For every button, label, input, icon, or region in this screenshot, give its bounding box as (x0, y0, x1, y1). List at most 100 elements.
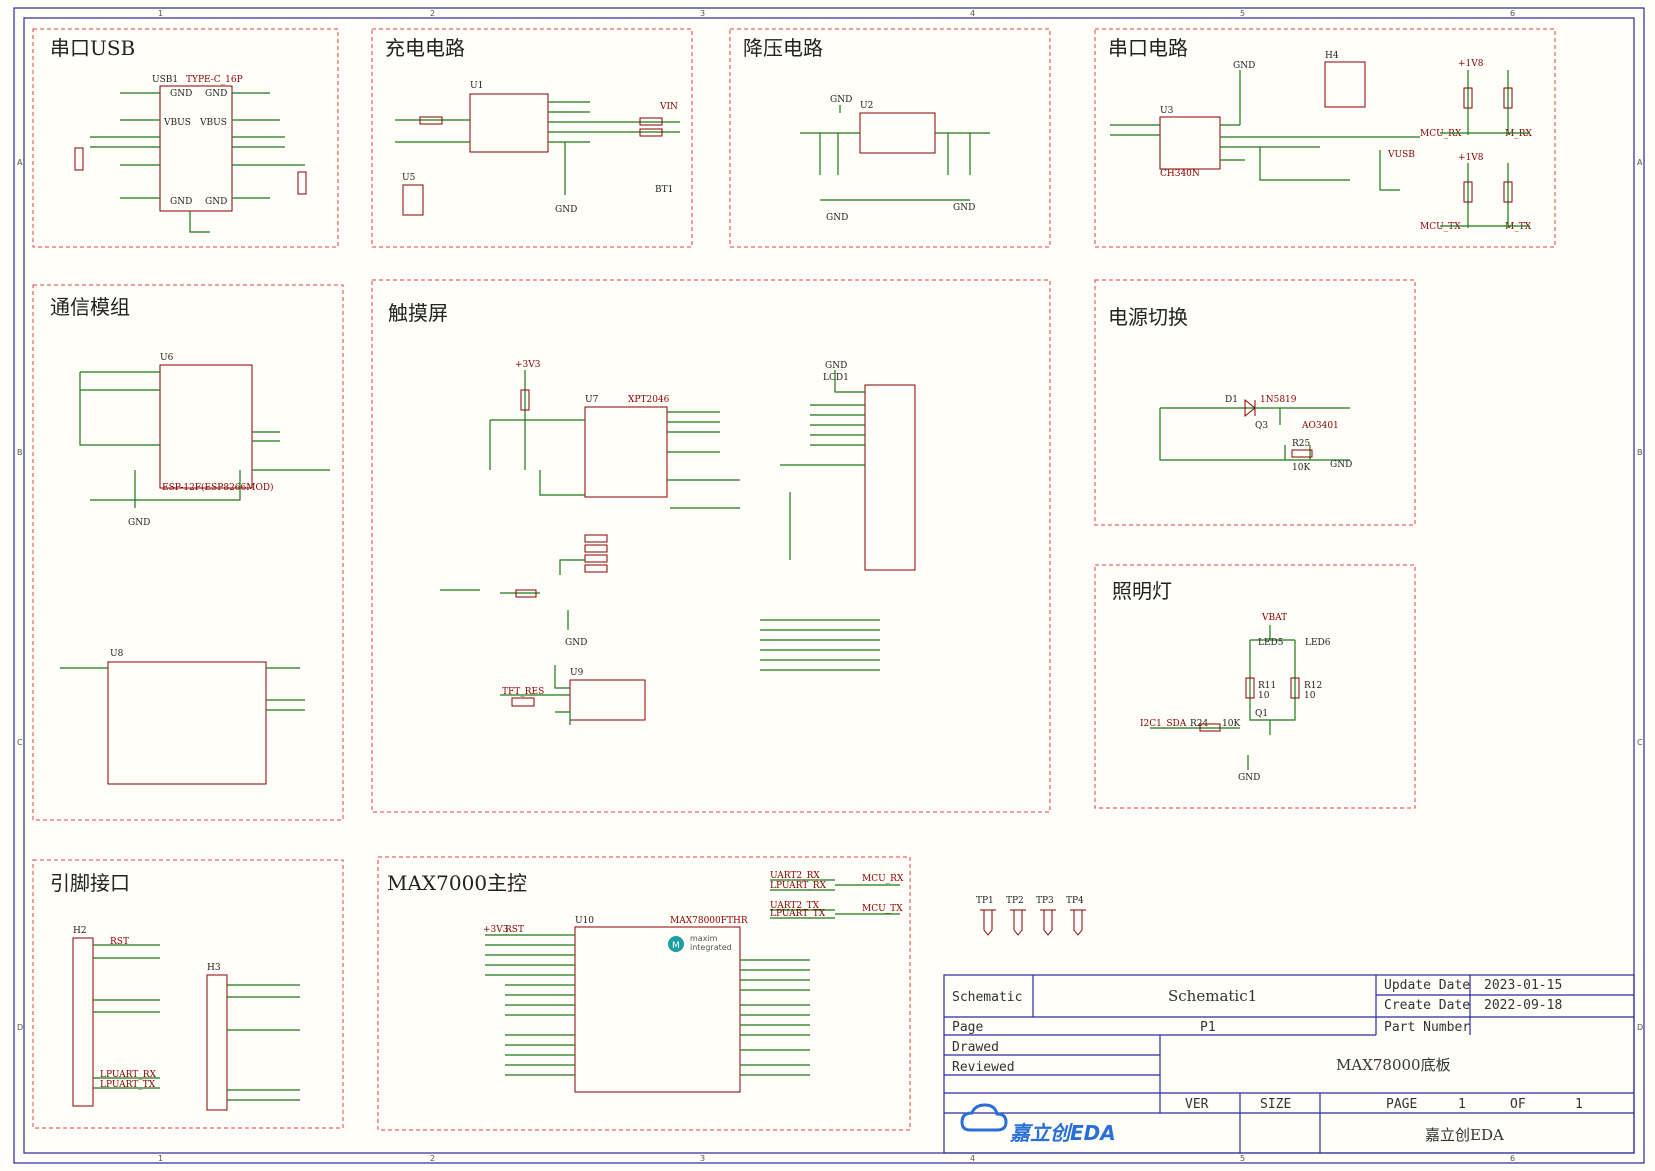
level-shift-wires (1440, 70, 1530, 228)
h2-lpuart-rx: LPUART_RX (100, 1070, 157, 1080)
h2-rst-net: RST (110, 937, 129, 947)
tb-company: 嘉立创EDA (1425, 1126, 1504, 1144)
h3-ref: H3 (207, 963, 221, 973)
r22-body (515, 589, 537, 598)
tb-page-num: 1 (1458, 1097, 1466, 1112)
h2-body (72, 937, 94, 1107)
inner-frame (23, 17, 1635, 1154)
jp4-uart2-tx: UART2_TX (770, 901, 820, 911)
serial-m-rx: M_RX (1505, 129, 1532, 139)
tb-page-value: P1 (1200, 1020, 1216, 1035)
q1-ref: Q1 (1255, 709, 1268, 719)
block-buck-frame (729, 28, 1051, 248)
u3-type: CH340N (1160, 169, 1200, 179)
outer-frame (13, 7, 1645, 1164)
r11-value: 10 (1258, 691, 1270, 701)
u9-body (569, 679, 646, 721)
maxim-logo: M maxim integrated (668, 934, 732, 952)
u7-ref: U7 (585, 395, 599, 405)
u6-body (159, 364, 253, 489)
col-tick-4-bottom: 4 (970, 1154, 975, 1163)
r-led2 (639, 128, 663, 137)
tp3-label: TP3 (1036, 896, 1054, 906)
tb-schematic-label: Schematic (952, 990, 1022, 1005)
u5-body (402, 184, 424, 216)
r2-body (297, 171, 307, 195)
r27-body (1503, 87, 1513, 109)
u9-ref: U9 (570, 668, 584, 678)
u3-ref: U3 (1160, 106, 1174, 116)
u6-wires (79, 371, 330, 508)
block-charge: 充电电路 U1 VIN GND U5 BT1 (371, 28, 693, 248)
mcu-rst-net: RST (505, 925, 524, 935)
usb1-vbus-label-2: VBUS (199, 118, 227, 128)
r12-ref: R12 (1304, 681, 1322, 691)
block-mcu-title: MAX7000主控 (387, 871, 527, 895)
jp3-lpuart-rx: LPUART_RX (770, 881, 827, 891)
r12-body (1290, 677, 1300, 699)
backlight-wires (440, 559, 585, 630)
r24-value: 10K (1222, 719, 1240, 729)
u10-ref: U10 (575, 916, 594, 926)
u8-ref: U8 (110, 649, 124, 659)
r-led1 (639, 117, 663, 126)
u10-wires (485, 934, 810, 1076)
h3-wires (227, 984, 300, 1101)
block-mcu: MAX7000主控 U10 MAX78000FTHR M maxim integ… (377, 856, 911, 1131)
lcd1-wires (780, 370, 865, 560)
u8-body (107, 661, 267, 785)
power-gnd-label: GND (1330, 460, 1352, 470)
h2-ref: H2 (73, 926, 87, 936)
touch-3v3-label: +3V3 (515, 360, 541, 370)
h4-ref: H4 (1325, 51, 1339, 61)
usb1-vbus-label: VBUS (163, 118, 191, 128)
tb-schematic-value: Schematic1 (1168, 987, 1257, 1005)
block-power: 电源切换 D1 1N5819 Q3 AO3401 R25 10K GND (1094, 279, 1416, 526)
tb-ver-label: VER (1185, 1097, 1209, 1112)
tb-part-label: Part Number (1384, 1020, 1470, 1035)
usb1-gnd-label: GND (170, 89, 192, 99)
r14-body (520, 389, 530, 411)
h3-body (206, 974, 228, 1111)
r29-body (1503, 181, 1513, 203)
u10-body (574, 926, 741, 1093)
block-touch-title: 触摸屏 (388, 301, 448, 325)
u2-wires (800, 105, 990, 201)
col-tick-2-bottom: 2 (430, 1154, 435, 1163)
col-tick-1-bottom: 1 (158, 1154, 163, 1163)
block-light: 照明灯 VBAT LED5 LED6 R11 10 R12 10 Q1 I2C1… (1094, 564, 1416, 809)
serial-mcu-tx: MCU_TX (1420, 222, 1461, 232)
tb-create-value: 2022-09-18 (1484, 998, 1562, 1013)
test-points: TP1 TP2 TP3 TP4 (976, 896, 1086, 936)
block-usb-frame (32, 28, 339, 248)
row-tick-d-right: D (1637, 1023, 1643, 1032)
block-comm-frame (32, 284, 344, 821)
block-power-title: 电源切换 (1108, 305, 1188, 329)
tb-page-label: Page (952, 1020, 983, 1035)
block-mcu-frame (377, 856, 911, 1131)
charge-vin-label: VIN (659, 102, 678, 112)
block-buck: 降压电路 U2 GND GND GND (729, 28, 1051, 248)
row-tick-b: B (17, 448, 23, 457)
u7-body (584, 406, 668, 498)
usb1-type: TYPE-C_16P (186, 75, 243, 85)
block-comm: 通信模组 U6 ESP-12F(ESP8266MOD) GND U8 (32, 284, 344, 821)
touch-rst-net: TFT_RES (502, 687, 544, 697)
block-charge-title: 充电电路 (385, 36, 465, 60)
tb-update-value: 2023-01-15 (1484, 978, 1562, 993)
block-light-frame (1094, 564, 1416, 809)
col-tick-4: 4 (970, 9, 975, 18)
serial-1v8-a: +1V8 (1458, 59, 1484, 69)
block-serial: 串口电路 H4 U3 CH340N GND VUSB MCU_RX M_RX M… (1094, 28, 1556, 248)
u1-ref: U1 (470, 81, 483, 91)
tb-of-label: OF (1510, 1097, 1526, 1112)
col-tick-6: 6 (1510, 9, 1515, 18)
row-tick-d: D (17, 1023, 23, 1032)
tb-board-name: MAX78000底板 (1336, 1056, 1451, 1074)
svg-text:maxim: maxim (690, 934, 718, 943)
col-tick-5-bottom: 5 (1240, 1154, 1245, 1163)
u3-body (1159, 116, 1221, 170)
svg-text:M: M (672, 941, 680, 951)
q3-ref: Q3 (1255, 421, 1268, 431)
r25-value: 10K (1292, 463, 1310, 473)
